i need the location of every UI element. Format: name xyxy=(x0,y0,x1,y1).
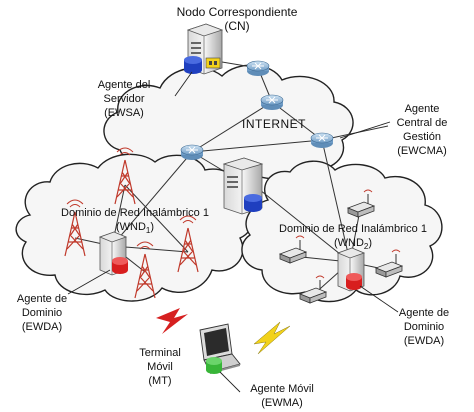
ewda-right-label-line2: Dominio xyxy=(404,321,444,333)
cn-abbr-label: (CN) xyxy=(224,19,249,33)
ewma-database-icon xyxy=(206,357,222,374)
lightning-red-icon xyxy=(156,308,188,334)
mt-label-line1: Terminal xyxy=(139,347,181,359)
ewma-label-line2: (EWMA) xyxy=(261,397,303,409)
cn-title-label: Nodo Correspondiente xyxy=(177,5,298,19)
link-router-mid-left xyxy=(191,101,273,153)
ewma-label-line1: Agente Móvil xyxy=(250,383,314,395)
ewcma-label-line1: Agente xyxy=(405,103,440,115)
ewda-left-database-icon xyxy=(112,257,128,274)
labels: Nodo Correspondiente (CN) Agente del Ser… xyxy=(17,5,449,409)
link-router-mid-right xyxy=(271,101,323,141)
internet-label: INTERNET xyxy=(242,117,306,131)
wnd2-label-line1: Dominio de Red Inalámbrico 1 xyxy=(279,223,427,235)
wnd2-label-part-b: ) xyxy=(368,237,372,249)
ewcma-label-line4: (EWCMA) xyxy=(397,145,447,157)
link-router-right-wnd2 xyxy=(321,139,351,263)
link-router-left-wnd1 xyxy=(111,151,193,247)
ewda-right-database-icon xyxy=(346,273,362,290)
wnd1-label-part-b: ) xyxy=(150,221,154,233)
link-router-left-right xyxy=(191,139,323,153)
wnd1-label-subscript: 1 xyxy=(146,226,151,235)
ewsa-label-line1: Agente del xyxy=(98,79,151,91)
ewda-left-label-line1: Agente de xyxy=(17,293,67,305)
ewda-right-label-line3: (EWDA) xyxy=(404,335,444,347)
callouts xyxy=(67,71,399,393)
mt-label-line3: (MT) xyxy=(148,375,171,387)
ewda-left-label-line2: Dominio xyxy=(22,307,62,319)
router-left-icon xyxy=(180,144,204,160)
ewcma-database-icon xyxy=(244,194,262,212)
router-mid-icon xyxy=(260,94,284,110)
wnd1-cloud xyxy=(15,153,254,302)
ewsa-label-line3: (EWSA) xyxy=(104,107,144,119)
ewda-left-label-line3: (EWDA) xyxy=(22,321,62,333)
wnd1-label-line1: Dominio de Red Inalámbrico 1 xyxy=(61,207,209,219)
wnd2-label-line2: (WND2) xyxy=(334,237,372,251)
lightning-yellow-icon xyxy=(253,321,291,355)
cell-tower-icon xyxy=(64,147,199,299)
ewda-right-label-line1: Agente de xyxy=(399,307,449,319)
wnd2-label-subscript: 2 xyxy=(364,242,369,251)
wnd1-label-part-a: (WND xyxy=(116,221,146,233)
router-right-icon xyxy=(310,132,334,148)
access-point-icon xyxy=(278,189,404,304)
ewcma-label-line2: Central de xyxy=(397,117,448,129)
ewsa-label-line2: Servidor xyxy=(104,93,145,105)
router-top-icon xyxy=(246,60,270,76)
ewcma-label-line3: Gestión xyxy=(403,131,441,143)
link-server-wnd2 xyxy=(259,189,351,263)
ewsa-database-icon xyxy=(184,56,202,74)
mt-label-line2: Móvil xyxy=(147,361,173,373)
wnd2-label-part-a: (WND xyxy=(334,237,364,249)
cn-module-icon xyxy=(205,57,221,69)
wnd1-label-line2: (WND1) xyxy=(116,221,154,235)
